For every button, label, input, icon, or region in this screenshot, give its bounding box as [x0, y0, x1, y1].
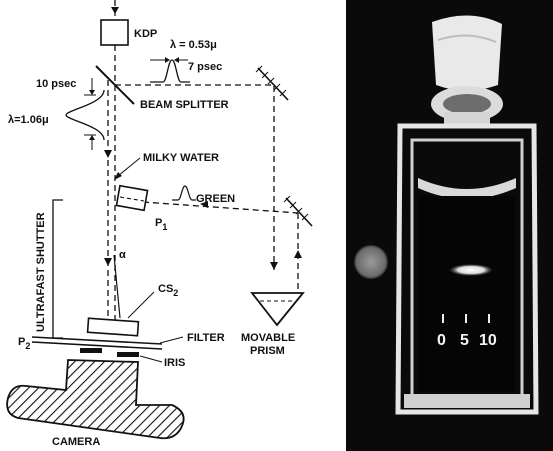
- scale-number-5: 5: [460, 332, 469, 349]
- kdp-crystal: [100, 19, 129, 46]
- milky-water-label: MILKY WATER: [143, 152, 219, 164]
- lambda-green-label: λ = 0.53μ: [170, 39, 217, 51]
- movable-label: MOVABLE: [241, 332, 295, 344]
- reference-spot: [354, 245, 388, 279]
- mirror-lower: [283, 195, 313, 227]
- ir-pulse-label: 10 psec: [36, 78, 76, 90]
- filter-label: FILTER: [187, 332, 225, 344]
- p1-label: P1: [155, 217, 167, 232]
- movable-prism: [250, 292, 305, 327]
- arrow-down-low: [104, 258, 112, 266]
- arrow-up-return: [294, 250, 302, 258]
- green-scatter-pulse: [172, 185, 196, 201]
- prism-label: PRISM: [250, 345, 285, 357]
- cs2-label: CS2: [158, 283, 178, 298]
- scale-number-10: 10: [479, 332, 497, 349]
- green-label: GREEN: [196, 193, 235, 205]
- iris-label: IRIS: [164, 357, 185, 369]
- arrow-down-prism: [270, 262, 278, 270]
- scale-ticks: [442, 314, 490, 323]
- beam-splitter-label: BEAM SPLITTER: [140, 99, 229, 111]
- photograph: 0 5 10: [346, 0, 553, 451]
- camera-label: CAMERA: [52, 436, 100, 448]
- beam-splitter-plate: [95, 65, 135, 105]
- mirror-top: [255, 65, 289, 101]
- iris-left: [80, 348, 102, 353]
- scale-number-0: 0: [437, 332, 446, 349]
- beam-paths: [107, 0, 299, 320]
- arrow-down-mid: [104, 150, 112, 158]
- arrow-down-top: [111, 7, 119, 14]
- iris-right: [117, 352, 139, 357]
- arrow-left-green: [200, 201, 208, 208]
- p2-label: P2: [18, 336, 30, 351]
- camera-body: [6, 359, 185, 440]
- shutter-bracket: [52, 199, 63, 339]
- cs2-cell: [86, 317, 140, 337]
- lambda-ir-label: λ=1.06μ: [8, 114, 49, 126]
- ir-pulse-shape: [65, 89, 105, 141]
- cuvette-stopper: [432, 15, 502, 91]
- schematic: KDP BEAM SPLITTER λ = 0.53μ 7 psec 10 ps…: [6, 0, 313, 448]
- milky-water-cell: [115, 184, 149, 212]
- green-pulse-label: 7 psec: [188, 61, 222, 73]
- green-pulse-shape: [150, 59, 190, 83]
- alpha-label: α: [119, 249, 126, 261]
- ultrafast-shutter-label: ULTRAFAST SHUTTER: [35, 212, 47, 332]
- kdp-label: KDP: [134, 28, 157, 40]
- cuvette-outer-frame: [395, 123, 539, 415]
- light-streak: [449, 264, 493, 276]
